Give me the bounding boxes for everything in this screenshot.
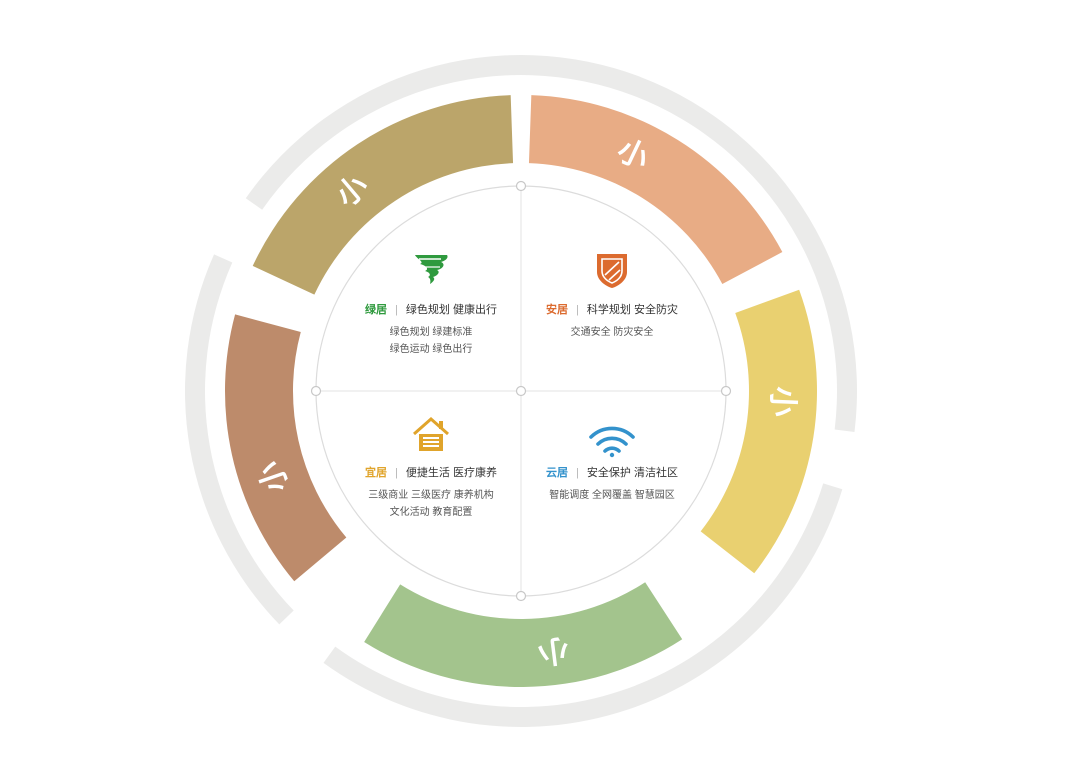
quadrant-separator: | [395,304,398,316]
outer-ring-arc [323,483,843,727]
node-dot [310,385,322,397]
segment-xiaodaolu [700,289,817,574]
svg-text:安居 | 科学规划 安全防灾: 安居 | 科学规划 安全防灾 [546,300,678,317]
segment-xiaolvdi [364,582,683,687]
quadrant-yiju: 宜居 | 便捷生活 医疗康养 三级商业 三级医疗 康养机构 文化活动 教育配置 [365,416,497,518]
quadrant-tag-yiju: 宜居 [365,465,387,479]
inner-circle [310,180,732,602]
node-dot [515,590,527,602]
quadrant-title-yiju: 便捷生活 医疗康养 [406,465,497,479]
node-dot [720,385,732,397]
quadrant-line: 三级商业 三级医疗 康养机构 [368,488,494,501]
quadrant-yunju: 云居 | 安全保护 清洁社区 智能调度 全网覆盖 智慧园区 [546,426,678,501]
quadrant-line: 绿色规划 绿建标准 [390,325,473,338]
quadrant-title-lvju: 绿色规划 健康出行 [406,302,497,316]
node-dot [515,180,527,192]
quadrant-tag-anju: 安居 [546,302,568,316]
svg-text:绿居 | 绿色规划 健康出行: 绿居 | 绿色规划 健康出行 [365,300,497,317]
quadrant-line: 绿色运动 绿色出行 [390,342,473,355]
outer-ring-arc [184,254,294,625]
quadrant-line: 文化活动 教育配置 [390,505,473,518]
quadrant-anju: 安居 | 科学规划 安全防灾 交通安全 防灾安全 [546,254,678,338]
segment-xiaozhuanjiao [225,314,347,582]
svg-text:云居 | 安全保护 清洁社区: 云居 | 安全保护 清洁社区 [546,463,678,480]
tornado-icon [415,255,448,284]
quadrant-line: 交通安全 防灾安全 [571,325,654,338]
house-icon [413,416,449,451]
quadrant-tag-yunju: 云居 [546,466,568,479]
quadrant-title-anju: 科学规划 安全防灾 [587,302,678,316]
quadrant-tag-lvju: 绿居 [365,302,387,316]
outer-ring [184,54,858,727]
quadrant-separator: | [395,467,398,479]
quadrant-separator: | [576,304,579,316]
node-dot [515,385,527,397]
quadrant-separator: | [576,467,579,479]
segment-xiaodikuai [252,95,514,295]
quadrant-line: 智能调度 全网覆盖 智慧园区 [549,488,675,501]
wifi-icon [589,426,635,458]
segment-xiaotuijie [528,95,783,284]
quadrant-lvju: 绿居 | 绿色规划 健康出行 绿色规划 绿建标准 绿色运动 绿色出行 [365,255,497,355]
svg-text:宜居 | 便捷生活 医疗康养: 宜居 | 便捷生活 医疗康养 [365,463,497,480]
shield-icon [597,254,627,288]
quadrant-title-yunju: 安全保护 清洁社区 [587,465,678,479]
